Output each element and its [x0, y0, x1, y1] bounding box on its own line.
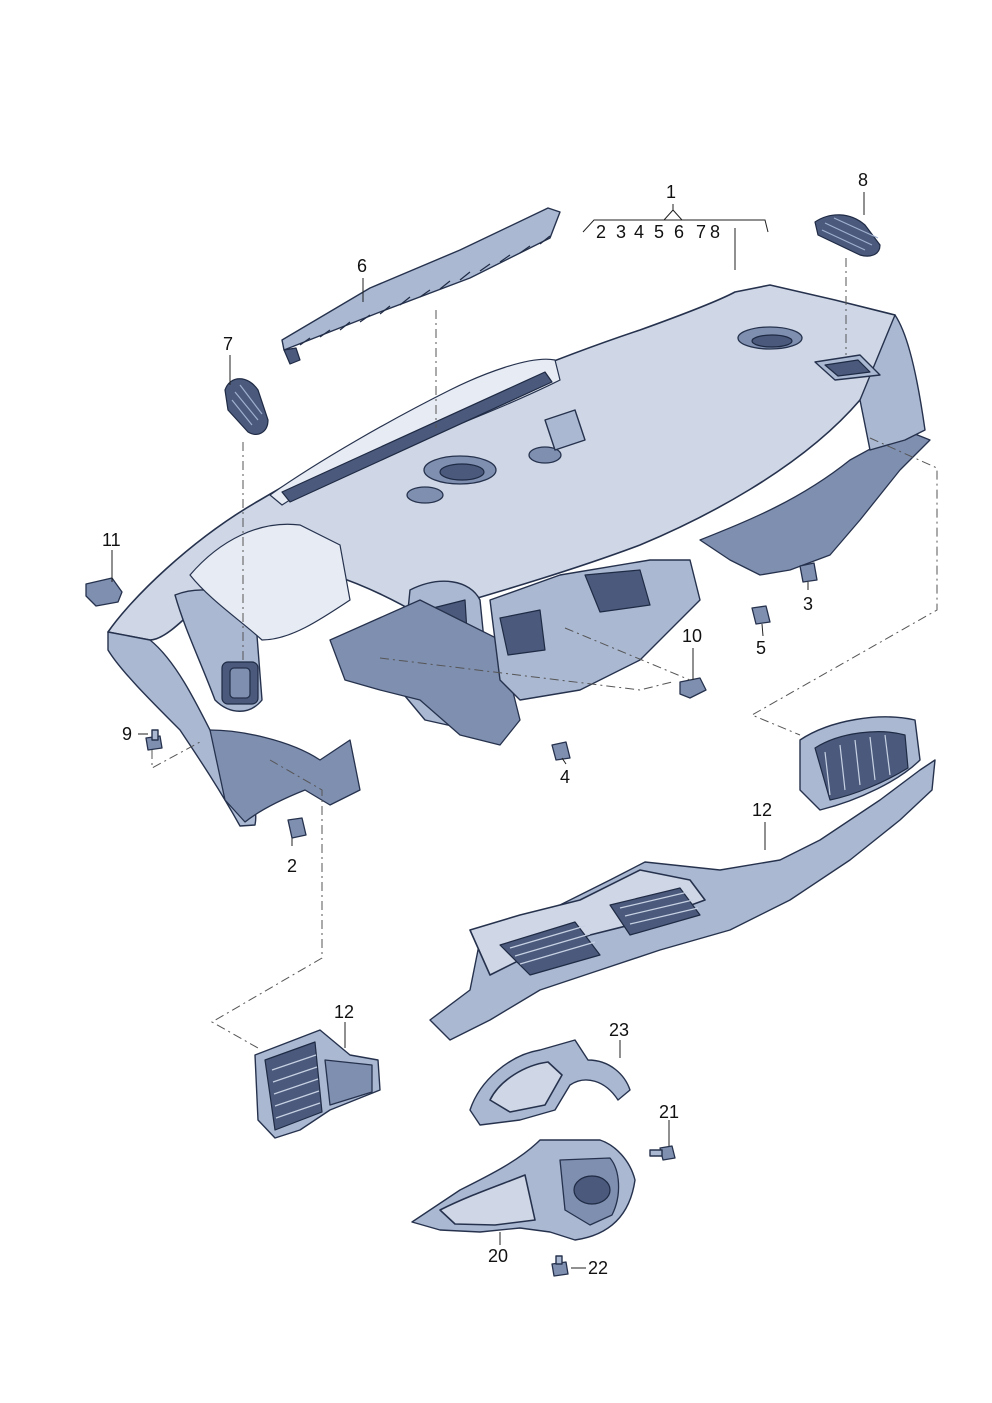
clip-nut-2 — [287, 817, 307, 839]
callout-sub-4: 4 — [634, 222, 644, 242]
callout-11: 11 — [102, 530, 121, 550]
bracket-clip — [85, 577, 123, 607]
lower-column-shroud — [411, 1139, 636, 1241]
callout-7: 7 — [223, 334, 233, 354]
callout-23: 23 — [609, 1020, 629, 1040]
callout-labels: 1 2 3 4 5 6 7 8 2 3 4 5 6 7 8 9 10 11 12… — [102, 170, 868, 1278]
screw-10 — [679, 677, 707, 699]
upper-column-shroud — [469, 1039, 631, 1126]
callout-21: 21 — [659, 1102, 679, 1122]
callout-1: 1 — [666, 182, 676, 202]
callout-sub-8: 8 — [710, 222, 720, 242]
callout-22: 22 — [588, 1258, 608, 1278]
assembly-dash-lines — [151, 258, 938, 1049]
defroster-vent-strip — [281, 207, 561, 365]
callout-sub-3: 3 — [616, 222, 626, 242]
screw-22 — [551, 1255, 569, 1277]
clip-nut-4 — [551, 741, 571, 761]
callout-sub-2: 2 — [596, 222, 606, 242]
left-air-vent-assembly — [254, 1029, 381, 1139]
callout-5: 5 — [756, 638, 766, 658]
callout-sub-5: 5 — [654, 222, 664, 242]
callout-4: 4 — [560, 767, 570, 787]
callout-8: 8 — [858, 170, 868, 190]
screw-21 — [649, 1145, 676, 1161]
callout-sub-7: 7 — [696, 222, 706, 242]
callout-3: 3 — [803, 594, 813, 614]
leader-lines — [111, 192, 865, 1269]
callout-sub-6: 6 — [674, 222, 684, 242]
lower-trim-panel — [429, 716, 936, 1041]
callout-12-right: 12 — [752, 800, 772, 820]
callout-2: 2 — [287, 856, 297, 876]
right-defroster-grille — [814, 214, 881, 257]
callout-20: 20 — [488, 1246, 508, 1266]
clip-nut-3 — [799, 562, 818, 583]
left-defroster-grille — [224, 378, 269, 435]
clip-nut-5 — [751, 605, 771, 625]
callout-6: 6 — [357, 256, 367, 276]
callout-12-left: 12 — [334, 1002, 354, 1022]
callout-9: 9 — [122, 724, 132, 744]
screw-9 — [145, 729, 163, 751]
dashboard-panel — [107, 284, 931, 827]
callout-10: 10 — [682, 626, 702, 646]
